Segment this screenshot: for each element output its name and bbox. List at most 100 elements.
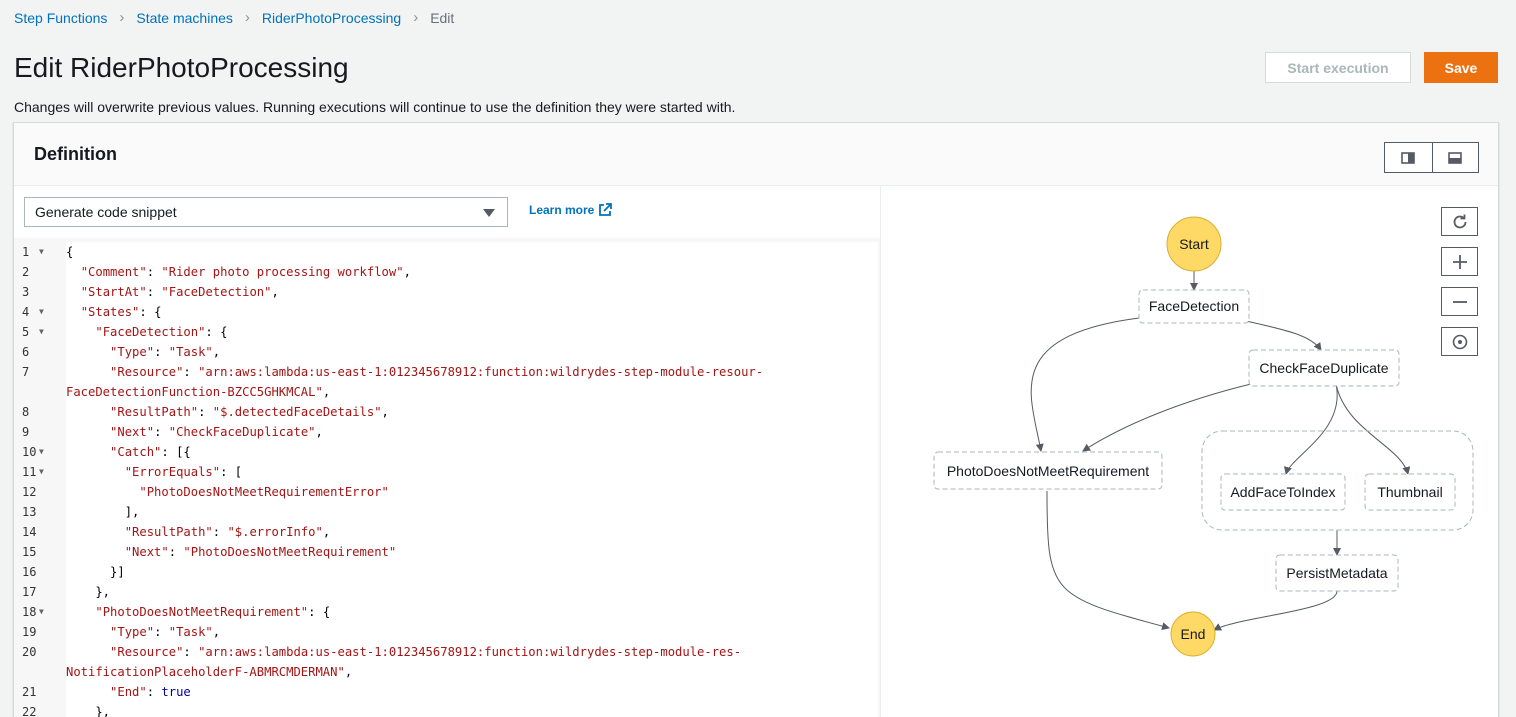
breadcrumb-state-machines[interactable]: State machines bbox=[136, 9, 233, 26]
line-number bbox=[14, 662, 64, 682]
center-graph-button[interactable] bbox=[1441, 327, 1478, 356]
page-title: Edit RiderPhotoProcessing bbox=[14, 52, 349, 83]
edge-face-check bbox=[1245, 320, 1322, 351]
code-line[interactable]: "FaceDetection": { bbox=[95, 325, 228, 339]
code-line[interactable]: "Comment": "Rider photo processing workf… bbox=[80, 265, 411, 279]
line-number: 22 bbox=[22, 705, 37, 717]
line-number: 9 bbox=[22, 425, 30, 439]
code-line[interactable]: FaceDetectionFunction-BZCC5GHKMCAL", bbox=[66, 385, 331, 399]
graph-pane[interactable]: Start FaceDetection CheckFaceDuplicate P… bbox=[880, 186, 1498, 717]
breadcrumb: Step Functions › State machines › RiderP… bbox=[14, 9, 454, 26]
edge-persist-end bbox=[1213, 590, 1338, 631]
learn-more-link[interactable]: Learn more bbox=[529, 203, 613, 217]
line-number: 7 bbox=[22, 365, 30, 379]
code-line[interactable]: "PhotoDoesNotMeetRequirementError" bbox=[139, 485, 389, 499]
edge-check-add bbox=[1284, 383, 1338, 475]
code-line[interactable]: }, bbox=[66, 705, 111, 717]
line-number: 8 bbox=[22, 405, 30, 419]
start-label: Start bbox=[1179, 236, 1209, 252]
definition-header: Definition bbox=[14, 123, 1498, 186]
code-line[interactable]: }] bbox=[66, 565, 125, 579]
check-face-duplicate-label: CheckFaceDuplicate bbox=[1259, 360, 1388, 376]
code-line[interactable]: "Next": "PhotoDoesNotMeetRequirement" bbox=[124, 545, 397, 559]
add-face-to-index-label: AddFaceToIndex bbox=[1230, 484, 1335, 500]
line-number: 16 bbox=[22, 565, 37, 579]
edge-check-photo bbox=[1082, 383, 1252, 452]
code-line[interactable]: "ResultPath": "$.detectedFaceDetails", bbox=[110, 405, 389, 419]
split-vertical-button[interactable] bbox=[1385, 143, 1432, 172]
plus-icon bbox=[1452, 254, 1467, 269]
breadcrumb-state-machine[interactable]: RiderPhotoProcessing bbox=[261, 9, 402, 26]
edge-check-thumb bbox=[1335, 383, 1411, 475]
code-line[interactable]: { bbox=[66, 245, 74, 259]
node-face-detection bbox=[1138, 289, 1250, 324]
code-line[interactable]: "End": true bbox=[110, 685, 191, 699]
fold-arrow-icon[interactable]: ▼ bbox=[39, 307, 44, 316]
split-horizontal-button[interactable] bbox=[1431, 143, 1479, 172]
chevron-right-icon: › bbox=[244, 9, 250, 26]
zoom-in-button[interactable] bbox=[1441, 247, 1478, 276]
code-line[interactable]: ], bbox=[66, 505, 140, 519]
line-number: 12 bbox=[22, 485, 37, 499]
line-number: 11▼ bbox=[14, 462, 64, 482]
fold-arrow-icon[interactable]: ▼ bbox=[39, 327, 44, 336]
persist-metadata-label: PersistMetadata bbox=[1286, 565, 1387, 581]
definition-title: Definition bbox=[34, 144, 117, 164]
learn-more-label: Learn more bbox=[529, 203, 595, 217]
line-number: 4▼ bbox=[14, 302, 64, 322]
code-line[interactable]: "Type": "Task", bbox=[110, 625, 221, 639]
face-detection-label: FaceDetection bbox=[1149, 298, 1239, 314]
thumbnail-label: Thumbnail bbox=[1377, 484, 1442, 500]
line-number: 1▼ bbox=[14, 242, 64, 262]
code-line[interactable]: NotificationPlaceholderF-ABMRCMDERMAN", bbox=[66, 665, 353, 679]
generate-snippet-select[interactable]: Generate code snippet bbox=[24, 197, 508, 227]
fold-arrow-icon[interactable]: ▼ bbox=[39, 247, 44, 256]
save-button[interactable]: Save bbox=[1424, 52, 1498, 83]
edge-photo-end bbox=[1046, 490, 1170, 631]
code-line[interactable]: "Catch": [{ bbox=[110, 445, 191, 459]
line-number: 15 bbox=[22, 545, 37, 559]
breadcrumb-current: Edit bbox=[430, 9, 455, 26]
node-photo-does-not-meet bbox=[933, 451, 1163, 490]
definition-panel: Definition Generate code snippet Learn m… bbox=[13, 122, 1499, 717]
line-number: 3 bbox=[22, 285, 30, 299]
start-state bbox=[1166, 216, 1222, 272]
code-line[interactable]: "States": { bbox=[80, 305, 162, 319]
page-subtitle: Changes will overwrite previous values. … bbox=[14, 99, 736, 115]
zoom-out-button[interactable] bbox=[1441, 287, 1478, 316]
code-line[interactable]: "Resource": "arn:aws:lambda:us-east-1:01… bbox=[110, 645, 742, 659]
chevron-right-icon: › bbox=[119, 9, 125, 26]
code-line[interactable]: "Resource": "arn:aws:lambda:us-east-1:01… bbox=[110, 365, 764, 379]
code-line[interactable]: "StartAt": "FaceDetection", bbox=[80, 285, 279, 299]
end-state bbox=[1170, 611, 1216, 657]
line-number: 20 bbox=[22, 645, 37, 659]
code-line[interactable]: "ResultPath": "$.errorInfo", bbox=[124, 525, 331, 539]
code-line[interactable]: "ErrorEquals": [ bbox=[124, 465, 243, 479]
start-execution-button[interactable]: Start execution bbox=[1265, 52, 1411, 83]
line-number: 5▼ bbox=[14, 322, 64, 342]
line-number: 6 bbox=[22, 345, 30, 359]
line-number: 21 bbox=[22, 685, 37, 699]
node-add-face-to-index bbox=[1220, 473, 1346, 511]
code-line[interactable]: "Next": "CheckFaceDuplicate", bbox=[110, 425, 323, 439]
minus-icon bbox=[1452, 300, 1467, 303]
split-vertical-icon bbox=[1401, 151, 1416, 164]
snippet-select-label: Generate code snippet bbox=[35, 204, 177, 220]
refresh-button[interactable] bbox=[1441, 207, 1478, 236]
edge-face-photo bbox=[1030, 317, 1140, 452]
caret-down-icon bbox=[483, 209, 495, 217]
fold-arrow-icon[interactable]: ▼ bbox=[39, 467, 44, 476]
state-machine-graph: Start FaceDetection CheckFaceDuplicate P… bbox=[933, 216, 1474, 657]
code-line[interactable]: "PhotoDoesNotMeetRequirement": { bbox=[95, 605, 331, 619]
code-line[interactable]: "Type": "Task", bbox=[110, 345, 221, 359]
code-line[interactable]: }, bbox=[66, 585, 111, 599]
code-text[interactable]: { "Comment": "Rider photo processing wor… bbox=[66, 242, 878, 717]
fold-arrow-icon[interactable]: ▼ bbox=[39, 607, 44, 616]
node-thumbnail bbox=[1364, 473, 1456, 511]
line-number: 19 bbox=[22, 625, 37, 639]
fold-arrow-icon[interactable]: ▼ bbox=[39, 447, 44, 456]
breadcrumb-step-functions[interactable]: Step Functions bbox=[14, 9, 108, 26]
